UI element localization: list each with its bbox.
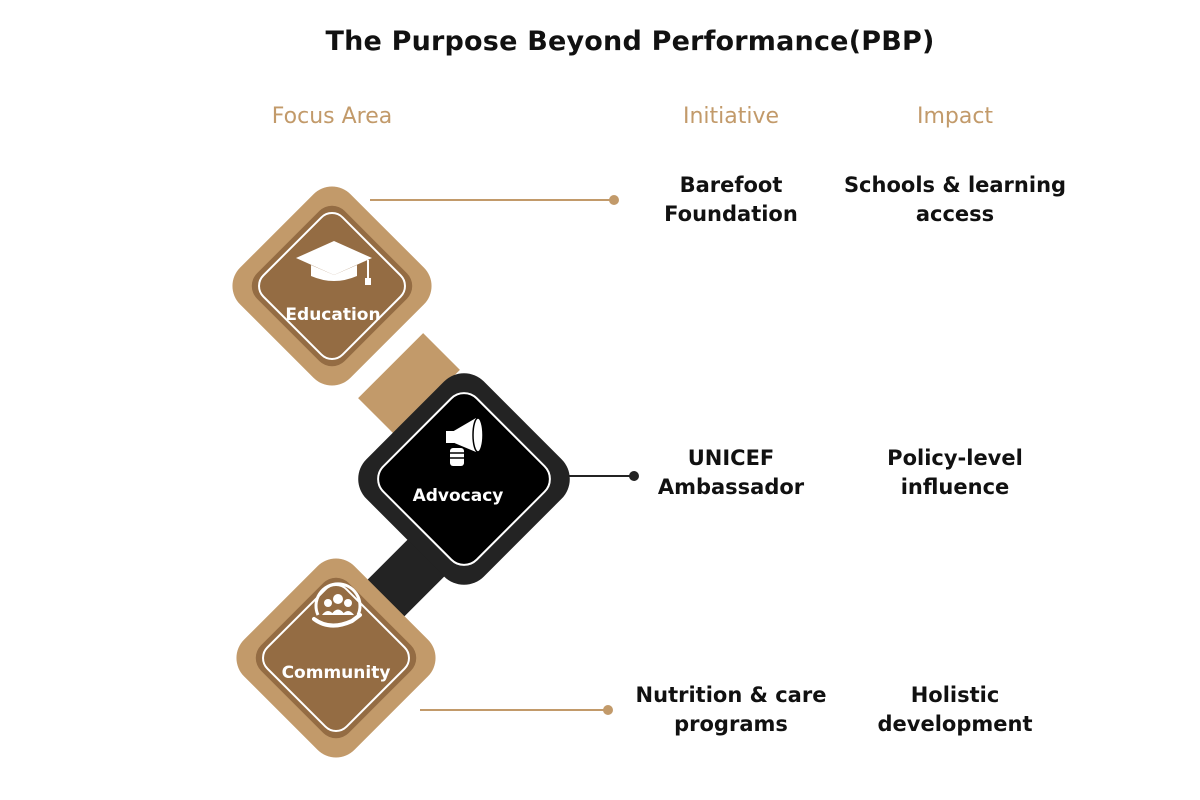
impact-cell-3: Holistic development [877,683,1033,736]
focus-label-education: Education [285,305,380,325]
column-header-initiative: Initiative [682,104,780,129]
impact-cell-1: Schools & learning access [843,173,1067,226]
initiative-cell-3: Nutrition & care programs [635,683,827,736]
leader-line-advocacy [568,471,639,481]
diamond-education [232,186,432,386]
diamond-advocacy [358,373,570,585]
impact-cell-2: Policy-level influence [887,446,1023,499]
initiative-cell-2: UNICEF Ambassador [657,446,805,499]
column-header-focus-area: Focus Area [271,104,393,129]
initiative-cell-1: Barefoot Foundation [664,173,798,226]
leader-line-community [420,705,613,715]
focus-label-advocacy: Advocacy [413,486,504,506]
column-header-impact: Impact [916,104,994,129]
focus-label-community: Community [282,663,391,683]
megaphone-icon [446,417,484,466]
page-title: The Purpose Beyond Performance(PBP) [325,26,935,57]
diamond-community [236,558,436,758]
graduation-cap-icon [296,241,372,285]
leader-line-education [370,195,619,205]
community-icon [312,582,362,628]
connector-link-top [358,333,460,435]
